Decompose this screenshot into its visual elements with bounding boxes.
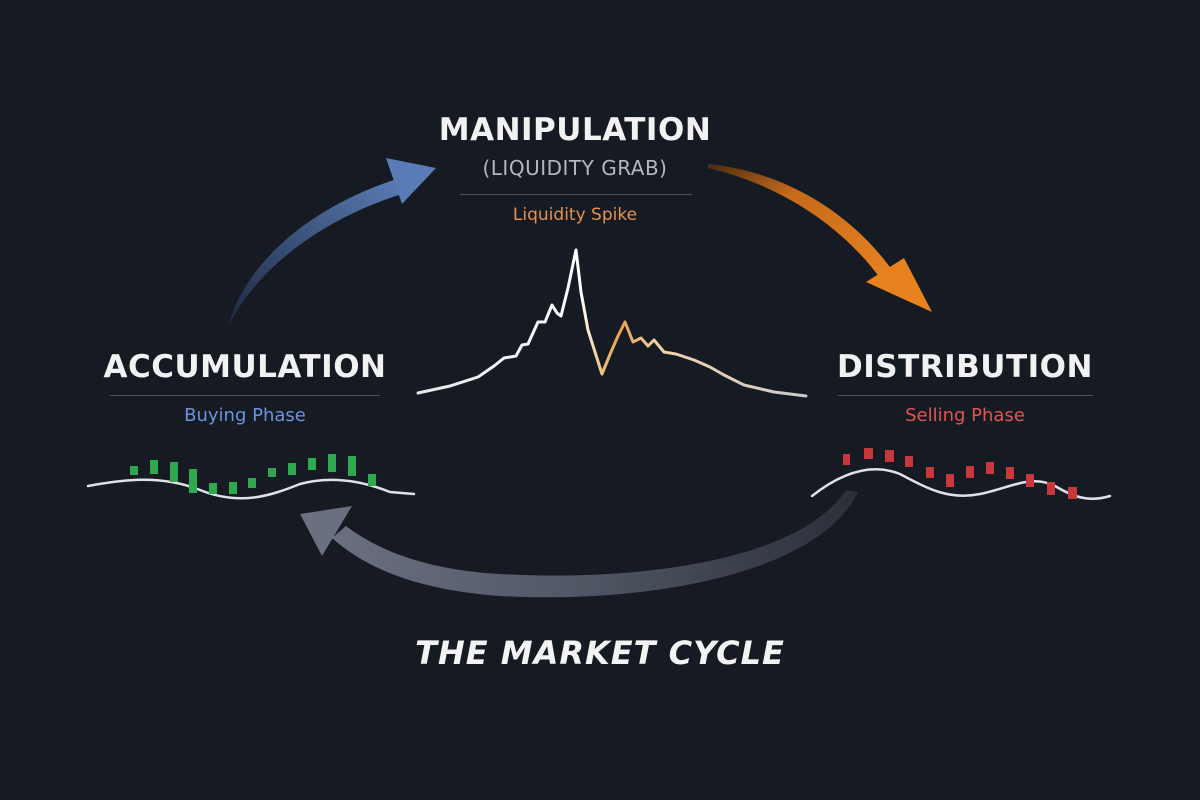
manipulation-caption: Liquidity Spike: [512, 205, 638, 225]
accumulation-candle-9: [288, 463, 296, 475]
accumulation-candle-1: [130, 466, 138, 475]
distribution-candle-5: [926, 467, 934, 478]
accumulation-candle-5: [209, 483, 217, 494]
accumulation-candles: [130, 454, 376, 494]
manipulation-subtitle: (LIQUIDITY GRAB): [482, 156, 668, 180]
manipulation-divider: [460, 194, 692, 195]
accumulation-candle-2: [150, 460, 158, 474]
accumulation-candle-11: [328, 454, 336, 472]
accumulation-candle-12: [348, 456, 356, 476]
accumulation-candle-4: [189, 469, 197, 493]
accumulation-candle-8: [268, 468, 276, 477]
accumulation-candle-13: [368, 474, 376, 486]
distribution-candles: [843, 448, 1077, 499]
accumulation-chart: [86, 454, 416, 500]
distribution-candle-1: [843, 454, 850, 465]
distribution-candle-8: [986, 462, 994, 474]
accumulation-wave: [86, 478, 416, 500]
accumulation-candle-6: [229, 482, 237, 494]
distribution-candle-2: [864, 448, 873, 459]
liquidity-spike-chart: [416, 248, 808, 398]
accumulation-candle-3: [170, 462, 178, 482]
distribution-caption: Selling Phase: [905, 405, 1025, 426]
distribution-candle-4: [905, 456, 913, 467]
distribution-candle-10: [1026, 474, 1034, 487]
distribution-title: DISTRIBUTION: [837, 349, 1093, 385]
distribution-wave: [810, 468, 1112, 500]
accumulation-candle-7: [248, 478, 256, 488]
accumulation-divider: [110, 395, 380, 396]
distribution-candle-6: [946, 474, 954, 487]
manipulation-title: MANIPULATION: [438, 112, 712, 148]
arrow-distribution-to-accumulation: [300, 490, 858, 598]
arrow-accumulation-to-manipulation: [228, 158, 436, 328]
spike-line: [416, 248, 808, 398]
accumulation-candle-10: [308, 458, 316, 470]
distribution-candle-11: [1047, 482, 1055, 495]
arrow-manipulation-to-distribution: [708, 164, 932, 312]
accumulation-caption: Buying Phase: [184, 405, 306, 426]
distribution-divider: [838, 395, 1093, 396]
distribution-chart: [810, 448, 1112, 500]
accumulation-title: ACCUMULATION: [103, 349, 387, 385]
distribution-candle-3: [885, 450, 894, 462]
market-cycle-title: THE MARKET CYCLE: [415, 634, 785, 672]
distribution-candle-9: [1006, 467, 1014, 479]
distribution-candle-12: [1068, 487, 1077, 499]
distribution-candle-7: [966, 466, 974, 478]
